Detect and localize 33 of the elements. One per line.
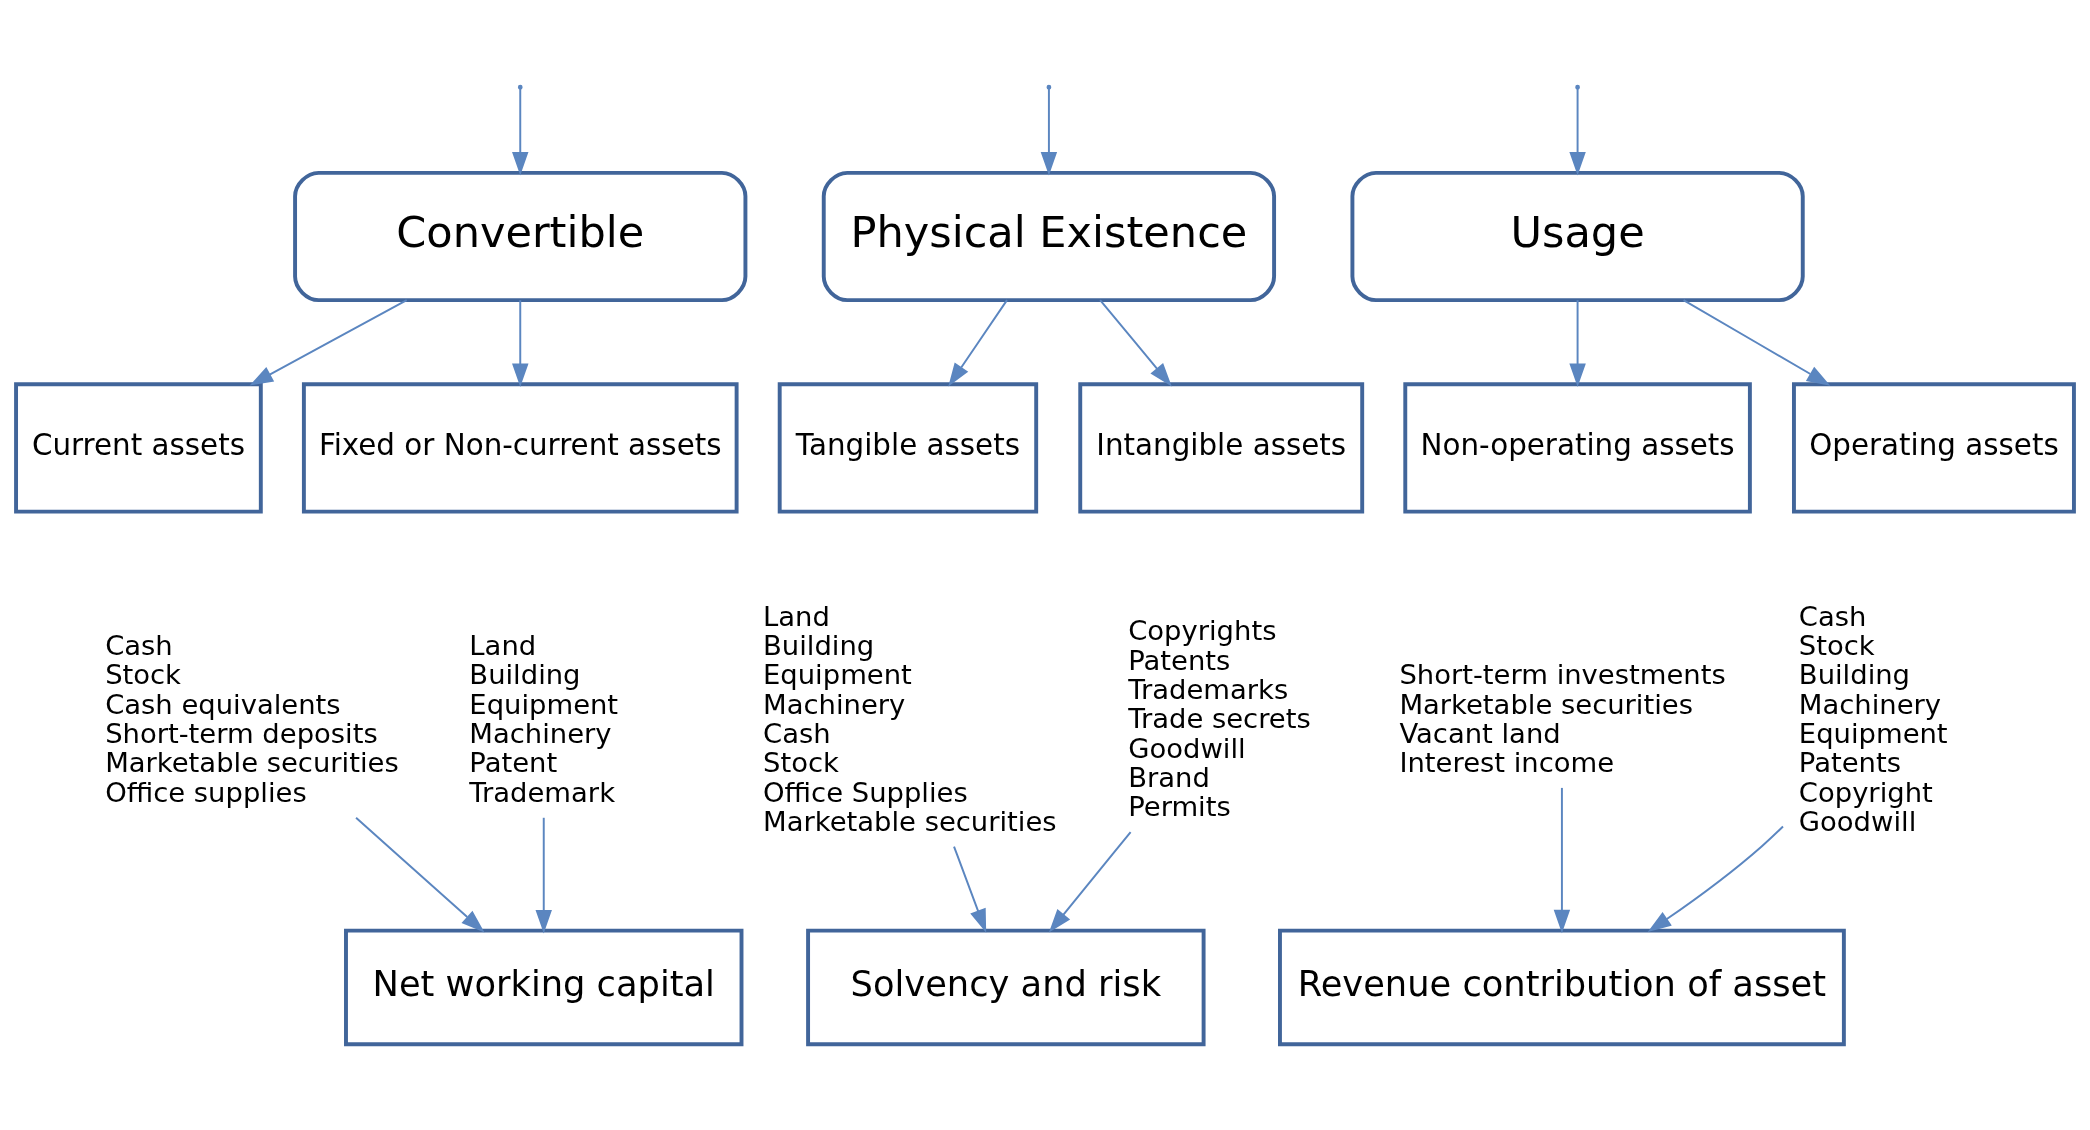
node-text: Land Building Equipment Machinery Patent Trademark bbox=[469, 629, 619, 808]
node-text: Land Building Equipment Machinery Cash Stock Office Supplies Marketable securities bbox=[763, 600, 1057, 838]
node-box: Physical Existence bbox=[821, 170, 1277, 303]
arrow bbox=[948, 299, 1008, 387]
node-text: Cash Stock Building Machinery Equipment Patents Copyright Goodwill bbox=[1798, 600, 1948, 838]
node-text: Short-term investments Marketable securities Vacant land Interest income bbox=[1399, 659, 1726, 779]
node-box: Tangible assets bbox=[777, 382, 1039, 514]
node-text: Copyrights Patents Trademarks Trade secrets Goodwill Brand Permits bbox=[1128, 615, 1311, 823]
arrow bbox=[1040, 87, 1058, 176]
node-box: Usage bbox=[1350, 170, 1805, 303]
arrow bbox=[512, 87, 529, 176]
arrow bbox=[1048, 831, 1132, 933]
arrow bbox=[1099, 299, 1172, 387]
node-box: Revenue contribution of asset bbox=[1278, 928, 1846, 1047]
arrow bbox=[249, 299, 408, 386]
arrow bbox=[1647, 825, 1784, 932]
node-box: Operating assets bbox=[1792, 382, 2076, 514]
node-box: Fixed or Non-current assets bbox=[301, 382, 739, 514]
node-box: Intangible assets bbox=[1078, 382, 1365, 514]
node-box: Convertible bbox=[293, 170, 748, 303]
arrow bbox=[355, 816, 485, 933]
node-text: Cash Stock Cash equivalents Short-term deposits Marketable securities Office supplies bbox=[105, 629, 399, 808]
arrow bbox=[1569, 299, 1586, 388]
node-box: Net working capital bbox=[344, 928, 744, 1047]
arrow bbox=[535, 816, 552, 934]
arrow bbox=[953, 845, 987, 933]
arrow bbox=[1569, 87, 1586, 176]
node-box: Current assets bbox=[14, 382, 263, 514]
arrow bbox=[1553, 786, 1571, 934]
arrow bbox=[1682, 299, 1831, 386]
arrow bbox=[512, 299, 529, 388]
node-box: Non-operating assets bbox=[1403, 382, 1752, 514]
node-box: Solvency and risk bbox=[806, 928, 1206, 1047]
